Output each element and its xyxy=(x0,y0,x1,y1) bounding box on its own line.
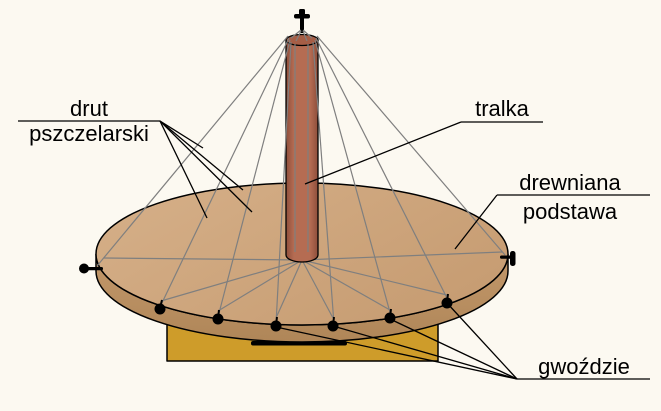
nail-head xyxy=(270,320,282,332)
label-wire-line1: drut xyxy=(70,96,108,121)
top-nail-head xyxy=(294,14,310,19)
baluster xyxy=(285,9,319,263)
wire xyxy=(275,41,292,325)
nail-front-3 xyxy=(270,316,282,332)
top-nail-stem xyxy=(300,18,304,33)
leader-line xyxy=(454,194,498,250)
nail-head xyxy=(212,313,224,325)
label-wire: drut pszczelarski xyxy=(18,96,253,219)
leader-line xyxy=(389,318,518,380)
leader-line xyxy=(159,120,208,219)
wire xyxy=(316,35,506,256)
label-baluster: tralka xyxy=(304,96,543,185)
label-base: drewniana podstawa xyxy=(454,170,650,250)
wire xyxy=(301,251,503,261)
nail-stem xyxy=(500,255,513,259)
wire xyxy=(315,37,449,301)
leader-line xyxy=(159,120,204,149)
wire xyxy=(295,30,302,42)
label-base-line2: podstawa xyxy=(523,199,618,224)
cone-wires xyxy=(96,29,506,325)
top-nail-knob xyxy=(299,9,305,15)
wire xyxy=(301,259,334,319)
nail-left xyxy=(79,263,103,274)
nail-head xyxy=(154,303,166,315)
nail-front-1 xyxy=(154,299,166,315)
nail-head xyxy=(384,312,396,324)
wire xyxy=(301,259,448,296)
wire xyxy=(217,39,291,318)
wire xyxy=(312,41,335,325)
wire xyxy=(301,259,391,311)
wire xyxy=(275,259,303,319)
label-base-line1: drewniana xyxy=(519,170,621,195)
leader-line xyxy=(159,120,253,213)
nail-right xyxy=(500,251,516,266)
baluster-body xyxy=(285,39,319,263)
nail-head xyxy=(79,263,89,274)
baluster-top xyxy=(285,33,319,47)
label-baluster-text: tralka xyxy=(475,96,530,121)
nail-front-2 xyxy=(212,309,224,325)
wire xyxy=(302,30,308,42)
wire xyxy=(103,257,303,261)
nail-head xyxy=(510,251,516,266)
wire xyxy=(302,29,313,39)
leader-line xyxy=(275,326,518,380)
leader-line xyxy=(446,302,518,380)
leader-line xyxy=(332,325,518,380)
leader-line xyxy=(159,120,244,191)
wire xyxy=(314,39,392,317)
label-nails-text: gwoździe xyxy=(538,354,630,379)
wire xyxy=(290,29,302,39)
label-nails: gwoździe xyxy=(275,302,650,380)
leader-line xyxy=(304,121,462,185)
wire xyxy=(217,259,303,312)
top-nail xyxy=(294,9,310,33)
label-wire-line2: pszczelarski xyxy=(29,121,149,146)
nail-stem xyxy=(86,267,103,271)
wire xyxy=(159,37,290,308)
wire xyxy=(96,35,289,267)
